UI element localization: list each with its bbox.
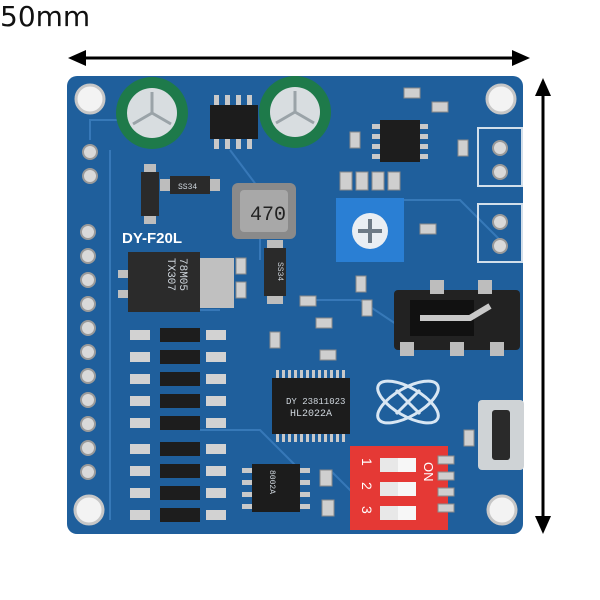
diode-mid: SS34 [264,240,286,304]
diode-top-label: SS34 [178,183,197,192]
voltage-regulator: 78M05 TX307 [118,252,234,312]
width-arrow [68,50,530,66]
diode-top: SS34 [160,176,220,194]
left-pin-header [80,144,98,480]
right-pin-header [492,140,508,254]
width-dimension-label: 50mm [0,0,91,33]
diode-left-vertical [141,164,159,224]
audio-chip-line1: HL2022A [290,409,332,420]
dip-number-1: 1 [359,458,375,466]
smd-component-array [130,328,226,522]
inductor-label: 470 [250,204,286,227]
dip-number-3: 3 [359,506,375,514]
audio-chip-line2: DY 23811023 [286,397,345,407]
dip-switch: 1 2 3 ON [350,446,448,530]
mounting-holes [73,83,518,526]
audio-decoder-chip: DY 23811023 HL2022A [272,370,350,442]
height-arrow [535,78,551,534]
speaker-terminal-outline [477,127,523,263]
top-right-chip [372,120,428,162]
diode-mid-label: SS34 [275,262,284,281]
audio-jack [394,280,520,356]
small-smd-parts [235,87,475,517]
amplifier-chip [210,95,258,149]
model-label: DY-F20L [122,230,182,247]
regulator-line2: TX307 [164,258,176,291]
dip-number-2: 2 [359,482,375,490]
amp-chip-label: 8002A [267,470,276,494]
inductor: 470 [232,183,296,239]
capacitor-left [116,77,188,149]
usb-port [478,400,524,470]
brand-logo [376,379,440,425]
regulator-line1: 78M05 [176,258,188,291]
dip-on-label: ON [421,462,436,482]
capacitor-right [259,76,331,148]
bottom-amp-chip: 8002A [242,464,310,512]
potentiometer [336,198,404,262]
